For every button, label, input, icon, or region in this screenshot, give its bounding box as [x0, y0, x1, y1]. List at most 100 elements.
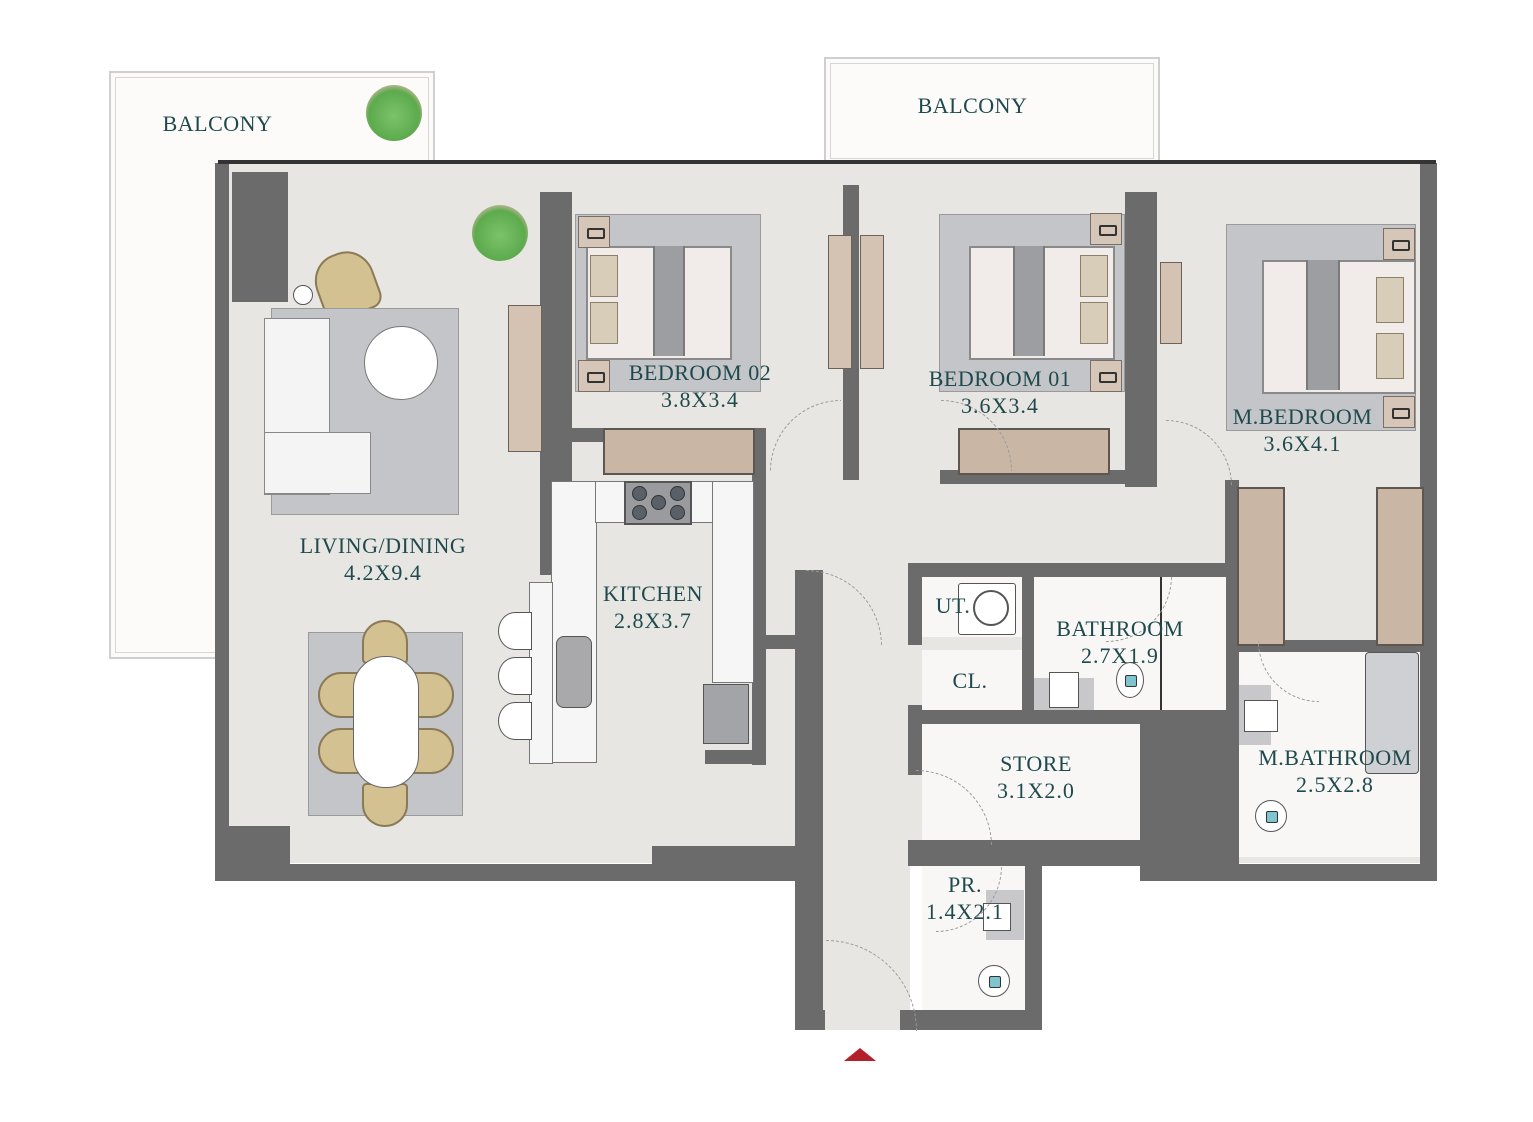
- fridge-icon: [703, 684, 749, 744]
- room-label-bedroom-02: BEDROOM 02 3.8X3.4: [610, 360, 790, 414]
- top-wall: [218, 160, 1436, 164]
- pillow-icon: [1080, 255, 1108, 297]
- dining-table-icon: [353, 656, 419, 788]
- room-label-bathroom: BATHROOM 2.7X1.9: [1040, 616, 1200, 670]
- room-dimensions: 3.1X2.0: [997, 778, 1075, 803]
- store-wall-right: [1140, 710, 1237, 880]
- toilet-icon: [978, 965, 1010, 997]
- kitchen-stub: [762, 635, 802, 649]
- closet-floor: [922, 650, 1022, 710]
- kitchen-wall-right: [752, 480, 766, 765]
- kitchen-island: [529, 582, 553, 764]
- outer-wall-bottom: [215, 864, 795, 881]
- room-label-balcony-left: BALCONY: [150, 111, 285, 137]
- nightstand-icon: [1383, 228, 1415, 260]
- room-label-living-dining: LIVING/DINING 4.2X9.4: [283, 533, 483, 587]
- nightstand-icon: [1090, 213, 1122, 245]
- tv-unit-icon: [860, 235, 884, 369]
- room-name: BEDROOM 02: [628, 360, 772, 385]
- room-dimensions: 2.7X1.9: [1081, 643, 1159, 668]
- plant-icon: [366, 85, 422, 141]
- pillow-icon: [590, 302, 618, 344]
- room-name: M.BEDROOM: [1232, 404, 1373, 429]
- sink-icon: [1244, 700, 1278, 732]
- pr-wall-right: [1025, 864, 1042, 1030]
- store-wall-top: [908, 710, 1153, 724]
- room-label-closet: CL.: [940, 668, 1000, 694]
- room-name: KITCHEN: [602, 581, 704, 606]
- room-name: PR.: [948, 872, 982, 897]
- room-label-master-bedroom: M.BEDROOM 3.6X4.1: [1215, 404, 1390, 458]
- washing-machine-icon: [958, 583, 1016, 635]
- toilet-icon: [1255, 800, 1287, 832]
- bar-stool-icon: [498, 612, 532, 650]
- tv-unit-icon: [508, 305, 542, 452]
- room-name: BEDROOM 01: [928, 366, 1072, 391]
- outer-wall-left: [215, 163, 229, 881]
- burner-icon: [670, 486, 685, 501]
- room-label-store: STORE 3.1X2.0: [966, 751, 1106, 805]
- burner-icon: [632, 486, 647, 501]
- room-name: STORE: [1000, 751, 1072, 776]
- nightstand-icon: [1383, 396, 1415, 428]
- room-dimensions: 3.6X4.1: [1263, 431, 1342, 456]
- pr-wall-bottom: [900, 1010, 1042, 1030]
- kitchen-counter-right: [712, 481, 754, 683]
- burner-icon: [670, 505, 685, 520]
- service-block: [1022, 563, 1034, 723]
- tv-unit-icon: [828, 235, 852, 369]
- kitchen-wall-left: [540, 480, 552, 575]
- pillow-icon: [1376, 277, 1404, 323]
- bathroom-partition: [1160, 577, 1162, 710]
- room-name: M.BATHROOM: [1258, 745, 1412, 770]
- service-wall-top: [910, 563, 1225, 577]
- sink-icon: [983, 903, 1011, 931]
- plant-icon: [472, 205, 528, 261]
- bathtub-icon: [1365, 652, 1419, 774]
- floor-lamp-icon: [293, 285, 313, 305]
- mbath-wall-left: [1225, 480, 1239, 880]
- service-wall-left: [908, 563, 922, 645]
- room-name: BALCONY: [162, 111, 273, 136]
- pillow-icon: [1376, 333, 1404, 379]
- coffee-table-icon: [364, 326, 438, 400]
- wardrobe-icon: [1376, 487, 1424, 646]
- kitchen-wall-bottom: [705, 750, 765, 764]
- living-column: [232, 172, 288, 302]
- burner-icon: [632, 505, 647, 520]
- balcony-top: [824, 57, 1160, 165]
- room-label-kitchen: KITCHEN 2.8X3.7: [583, 581, 723, 635]
- bar-stool-icon: [498, 657, 532, 695]
- room-label-balcony-top: BALCONY: [905, 93, 1040, 119]
- outer-wall-bottom-notch: [652, 846, 795, 881]
- entrance-marker-icon: [844, 1048, 876, 1061]
- bed-runner: [1013, 246, 1045, 356]
- stove-icon: [624, 481, 692, 525]
- room-dimensions: 2.5X2.8: [1296, 772, 1374, 797]
- wardrobe-icon: [603, 428, 755, 475]
- bed-runner: [653, 246, 685, 356]
- room-name: LIVING/DINING: [299, 533, 467, 558]
- room-dimensions: 3.8X3.4: [661, 387, 739, 412]
- room-label-utility: UT.: [928, 593, 978, 619]
- sofa-chaise: [264, 432, 371, 494]
- kitchen-sink-icon: [556, 636, 592, 708]
- room-dimensions: 4.2X9.4: [344, 560, 422, 585]
- entrance-door-swing: [826, 940, 917, 1031]
- corridor-wall-bottom-left: [795, 1010, 825, 1030]
- room-name: BATHROOM: [1056, 616, 1184, 641]
- nightstand-icon: [578, 360, 610, 392]
- room-dimensions: 3.6X3.4: [961, 393, 1039, 418]
- pillow-icon: [1080, 302, 1108, 344]
- nightstand-icon: [1090, 360, 1122, 392]
- room-name: UT.: [935, 593, 971, 618]
- wardrobe-icon: [1237, 487, 1285, 646]
- sink-icon: [1049, 672, 1079, 708]
- burner-icon: [651, 495, 666, 510]
- store-wall-top-inner: [1022, 710, 1024, 712]
- toilet-icon: [1116, 662, 1144, 698]
- room-dimensions: 2.8X3.7: [614, 608, 692, 633]
- tv-unit-icon: [1160, 262, 1182, 344]
- room-dimensions: 1.4X2.1: [926, 899, 1004, 924]
- bar-stool-icon: [498, 702, 532, 740]
